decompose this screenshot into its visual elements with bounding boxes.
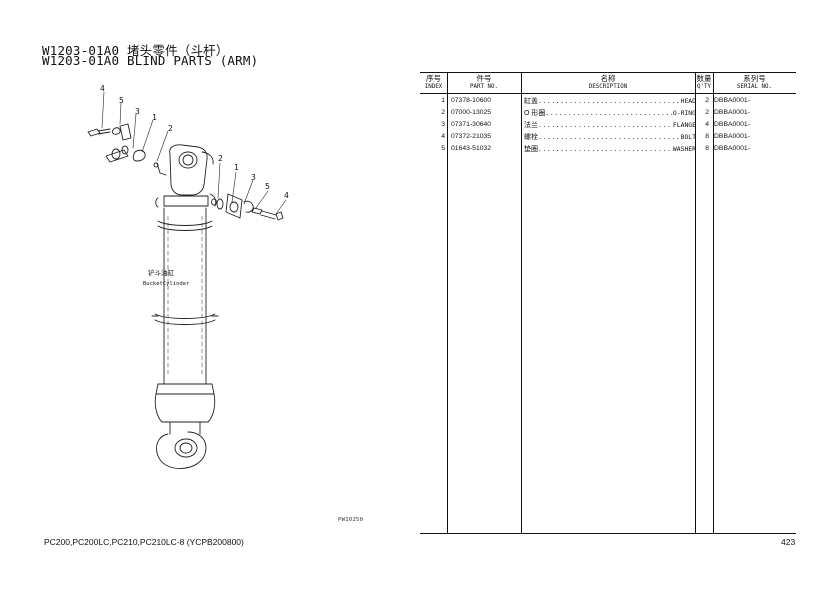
table-top-rule bbox=[420, 72, 796, 73]
page-title-en: W1203-01A0 BLIND PARTS (ARM) bbox=[42, 53, 259, 68]
callout-left-4: 4 bbox=[100, 84, 105, 93]
page-title-zh: W1203-01A0 堵头零件（斗杆） bbox=[42, 43, 229, 58]
table-row: 2 07000-13025 O 形圈O-RING 2 DBBA0001- bbox=[420, 107, 796, 119]
row-qty: 8 bbox=[705, 133, 709, 140]
cylinder-head bbox=[155, 144, 217, 208]
row-description: O 形圈O-RING bbox=[524, 107, 696, 120]
row-description: 缸盖HEAD bbox=[524, 95, 696, 108]
row-qty: 8 bbox=[705, 145, 709, 152]
row-serial: DBBA0001- bbox=[714, 145, 750, 152]
row-part-no: 07000-13025 bbox=[451, 109, 492, 116]
row-part-no: 07371-30640 bbox=[451, 121, 492, 128]
row-serial: DBBA0001- bbox=[714, 121, 750, 128]
table-bottom-rule bbox=[420, 533, 796, 534]
row-description: 法兰FLANGE bbox=[524, 119, 696, 132]
table-header-rule bbox=[420, 93, 796, 94]
row-part-no: 01643-51032 bbox=[451, 145, 492, 152]
table-row: 1 07378-10600 缸盖HEAD 2 DBBA0001- bbox=[420, 95, 796, 107]
cylinder-barrel bbox=[151, 207, 219, 385]
row-qty: 2 bbox=[705, 109, 709, 116]
callout-left-3: 3 bbox=[135, 107, 140, 116]
figure-label-zh: 铲斗油缸 bbox=[148, 268, 175, 277]
row-index: 1 bbox=[441, 97, 445, 104]
callout-right-2: 2 bbox=[218, 154, 223, 163]
cylinder-rod-end bbox=[154, 383, 216, 469]
figure-code: PW10250 bbox=[338, 517, 364, 523]
row-serial: DBBA0001- bbox=[714, 97, 750, 104]
table-row: 4 07372-21035 螺栓BOLT 8 DBBA0001- bbox=[420, 131, 796, 143]
row-index: 4 bbox=[441, 133, 445, 140]
callout-left-1: 1 bbox=[152, 113, 157, 122]
exploded-drawing: 4 5 3 1 2 2 1 3 5 4 铲斗油缸 BucketCylinder bbox=[87, 84, 289, 469]
page-number: 423 bbox=[781, 537, 796, 547]
callout-left-2: 2 bbox=[168, 124, 173, 133]
row-index: 2 bbox=[441, 109, 445, 116]
row-qty: 2 bbox=[705, 97, 709, 104]
row-serial: DBBA0001- bbox=[714, 133, 750, 140]
table-row: 3 07371-30640 法兰FLANGE 4 DBBA0001- bbox=[420, 119, 796, 131]
table-row: 5 01643-51032 垫圈WASHER 8 DBBA0001- bbox=[420, 143, 796, 155]
row-part-no: 07378-10600 bbox=[451, 97, 492, 104]
row-description: 螺栓BOLT bbox=[524, 131, 696, 144]
row-description: 垫圈WASHER bbox=[524, 143, 696, 156]
callout-left-5: 5 bbox=[119, 96, 124, 105]
row-qty: 4 bbox=[705, 121, 709, 128]
callout-right-5: 5 bbox=[265, 182, 270, 191]
figure-label-en: BucketCylinder bbox=[143, 281, 190, 287]
row-index: 3 bbox=[441, 121, 445, 128]
footer-model-line: PC200,PC200LC,PC210,PC210LC-8 (YCPB20080… bbox=[44, 537, 244, 547]
callout-right-1: 1 bbox=[234, 163, 239, 172]
row-serial: DBBA0001- bbox=[714, 109, 750, 116]
left-parts-group bbox=[87, 123, 167, 176]
callout-right-4: 4 bbox=[284, 191, 289, 200]
callout-right-3: 3 bbox=[251, 173, 256, 182]
row-part-no: 07372-21035 bbox=[451, 133, 492, 140]
row-index: 5 bbox=[441, 145, 445, 152]
right-parts-group bbox=[211, 193, 284, 221]
